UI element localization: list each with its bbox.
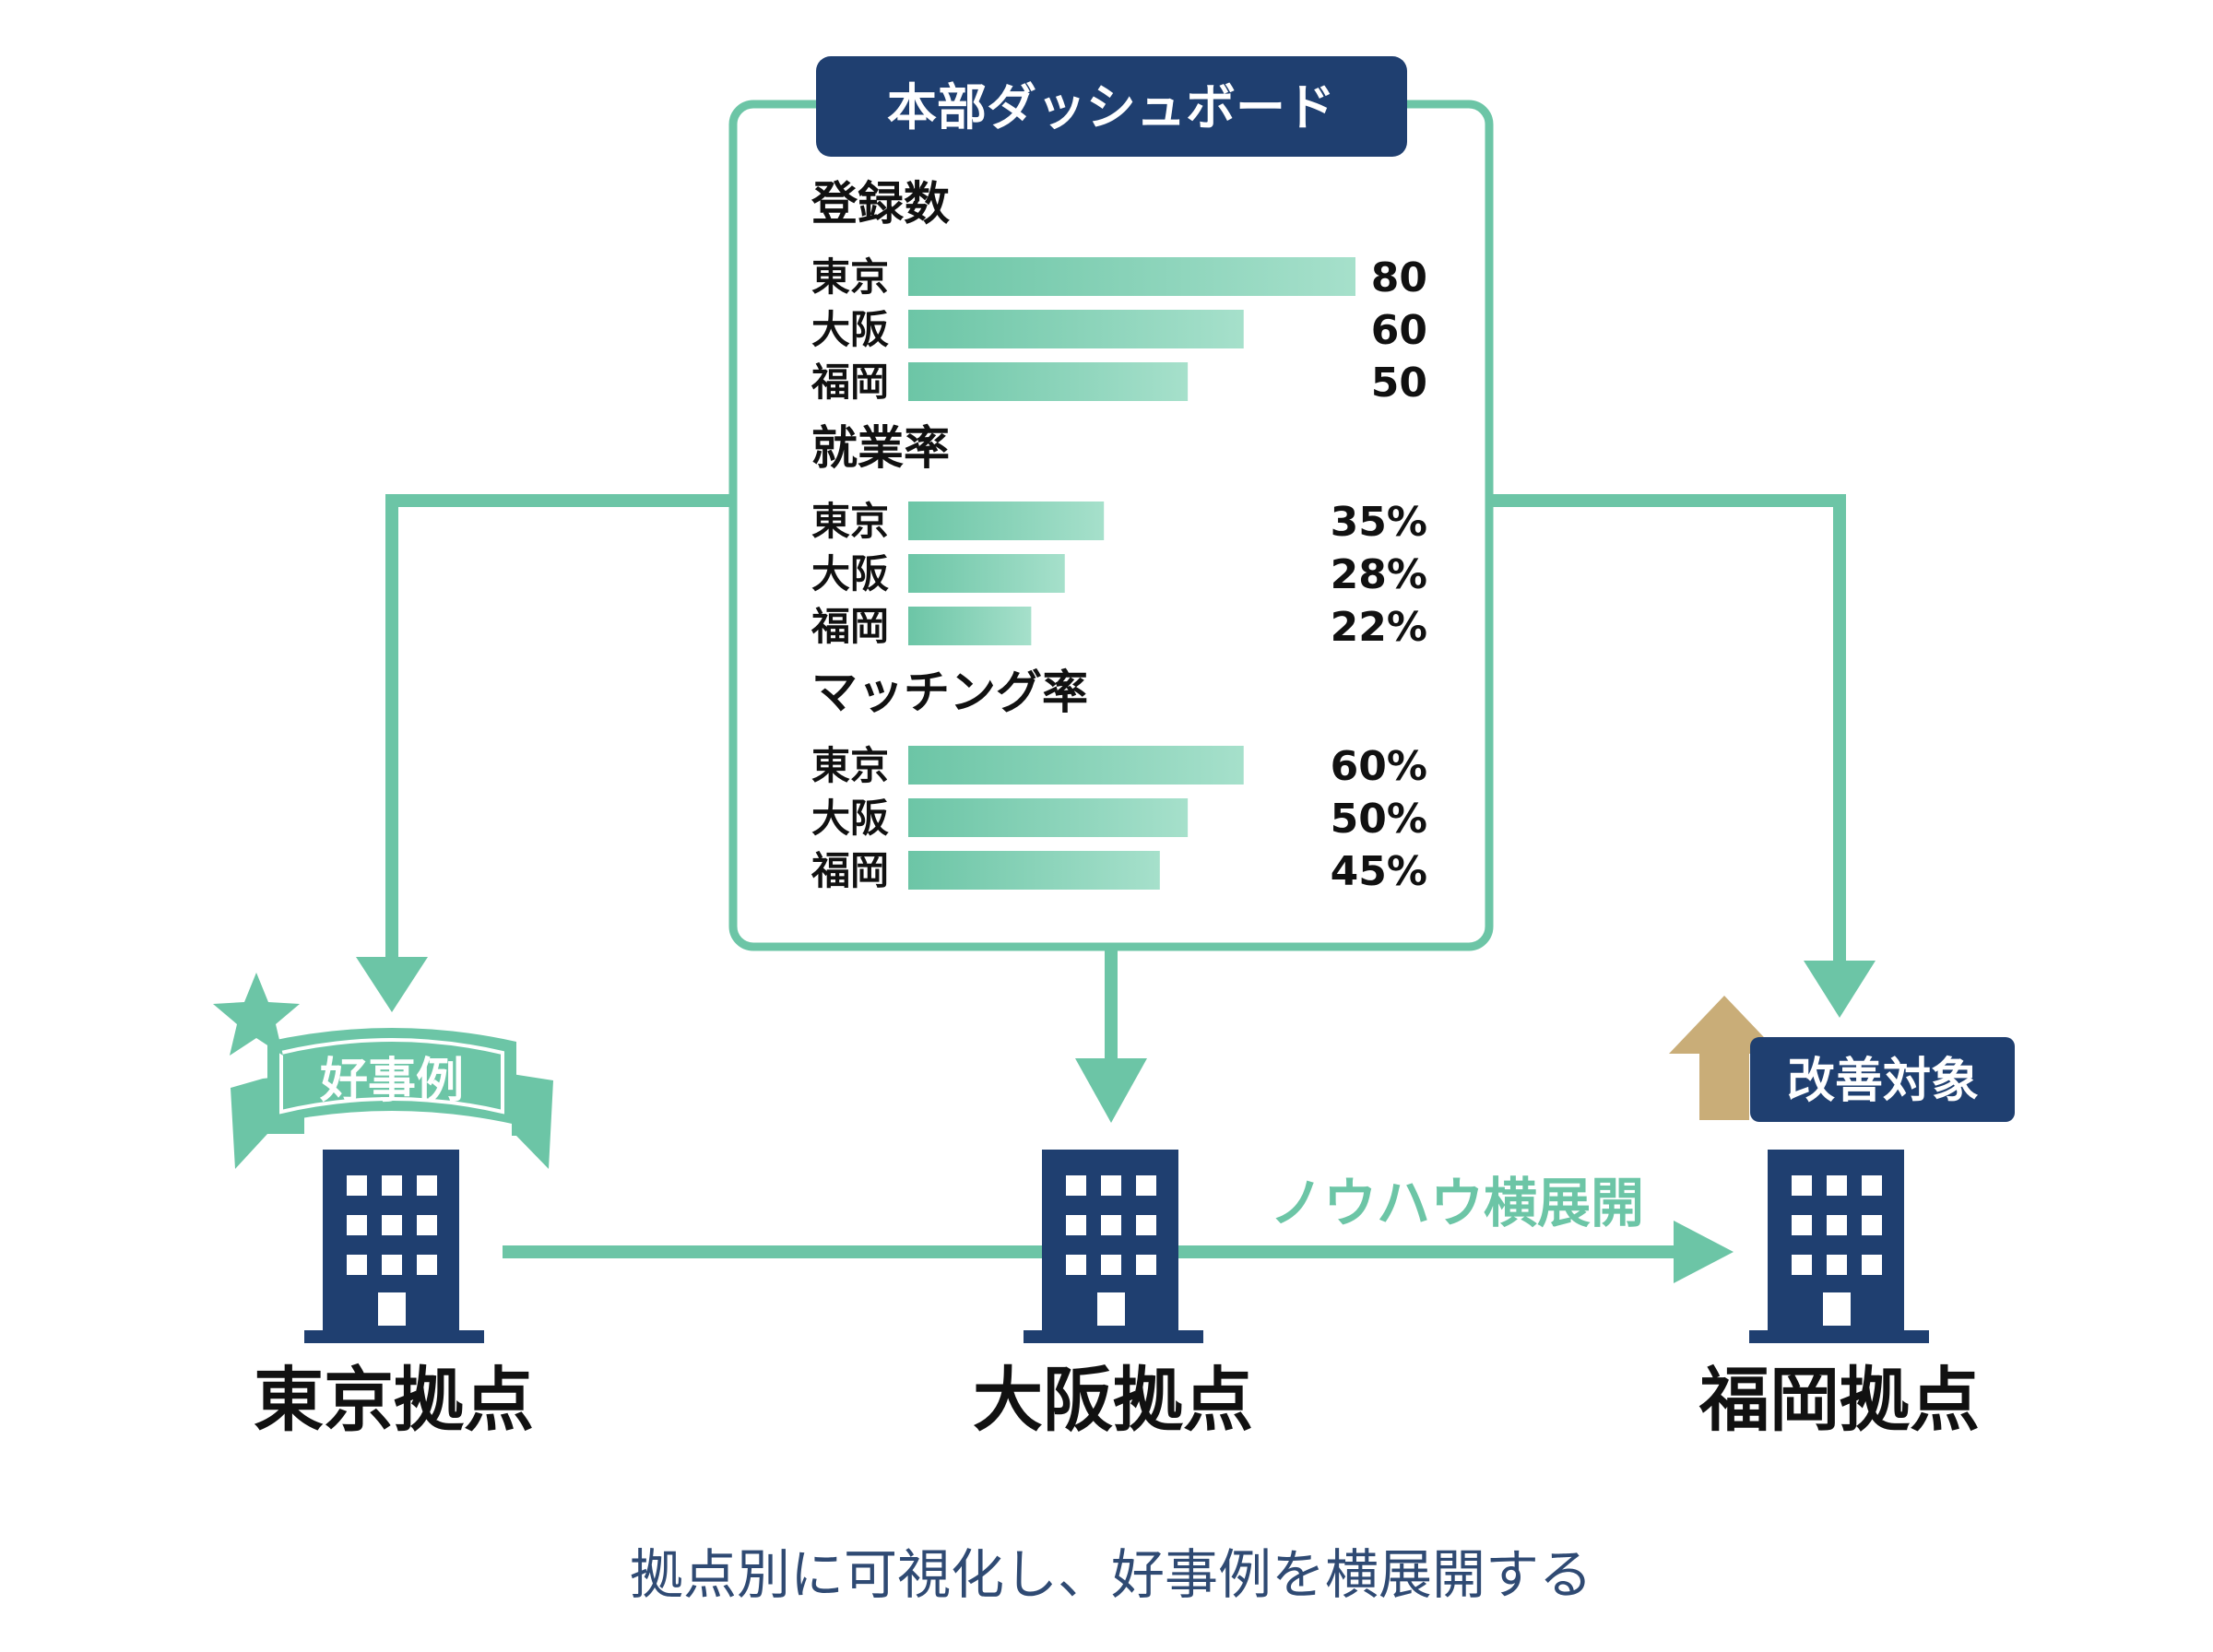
dashboard-connectors xyxy=(385,494,1846,1060)
tokyo-badge-label: 好事例 xyxy=(319,1054,464,1109)
site-label-fukuoka: 福岡拠点 xyxy=(1698,1359,1980,1441)
bar-value-label: 35% xyxy=(1331,499,1427,546)
connector-to-fukuoka xyxy=(1489,494,1846,968)
site-label-tokyo: 東京拠点 xyxy=(254,1359,534,1441)
bar-row-label: 東京 xyxy=(811,499,889,544)
bar-row-label: 大阪 xyxy=(811,551,889,596)
bar xyxy=(908,310,1244,348)
dashboard-section-heading: 就業率 xyxy=(811,421,950,475)
star-icon xyxy=(213,973,300,1056)
bar-row-label: 東京 xyxy=(811,254,889,300)
bar-value-label: 28% xyxy=(1331,551,1427,598)
bar xyxy=(908,554,1065,593)
bar-row-label: 大阪 xyxy=(811,307,889,352)
bar-value-label: 80 xyxy=(1371,254,1427,301)
bar-row-label: 福岡 xyxy=(811,604,889,649)
bar-value-label: 60% xyxy=(1331,743,1427,790)
site-label-osaka: 大阪拠点 xyxy=(973,1359,1253,1441)
dashboard-title: 本部ダッシュボード xyxy=(887,78,1335,136)
bar xyxy=(908,746,1244,785)
bar xyxy=(908,257,1355,296)
ribbon-band-inner xyxy=(279,1038,504,1115)
bar xyxy=(908,798,1189,837)
caption: 拠点別に可視化し、好事例を横展開する xyxy=(630,1543,1592,1606)
fukuoka-badge-label: 改善対象 xyxy=(1787,1054,1979,1109)
knowhow-arrow-label: ノウハウ横展開 xyxy=(1270,1172,1644,1234)
dashboard-section-heading: マッチング率 xyxy=(811,666,1088,719)
bar xyxy=(908,502,1105,540)
fukuoka-improvement-badge: 改善対象 xyxy=(1669,996,2015,1122)
bar xyxy=(908,851,1160,890)
bar-value-label: 22% xyxy=(1331,604,1427,651)
knowhow-arrowhead xyxy=(1674,1221,1734,1283)
arrowhead-to-osaka xyxy=(1075,1058,1147,1123)
arrowhead-to-tokyo xyxy=(356,957,428,1012)
bar-row-label: 福岡 xyxy=(811,360,889,405)
bar xyxy=(908,362,1189,401)
bar-value-label: 60 xyxy=(1371,307,1427,354)
arrowhead-to-fukuoka xyxy=(1804,961,1876,1018)
osaka-building-icon xyxy=(1024,1150,1203,1343)
dashboard-section-heading: 登録数 xyxy=(811,177,950,230)
bar-value-label: 50% xyxy=(1331,796,1427,843)
bar-value-label: 50 xyxy=(1371,360,1427,407)
tokyo-good-example-badge: 好事例 xyxy=(213,973,553,1169)
connector-arrowheads xyxy=(356,957,1876,1123)
up-arrow-icon xyxy=(1669,996,1780,1120)
ribbon-right-tail xyxy=(512,1074,553,1169)
bar-row-label: 東京 xyxy=(811,743,889,788)
bar-row-label: 福岡 xyxy=(811,848,889,893)
bar xyxy=(908,607,1032,645)
connector-to-tokyo xyxy=(385,494,733,968)
tokyo-building-icon xyxy=(304,1150,484,1343)
bar-value-label: 45% xyxy=(1331,848,1427,895)
fukuoka-badge-box xyxy=(1750,1037,2015,1122)
fukuoka-building-icon xyxy=(1749,1150,1929,1343)
bar-row-label: 大阪 xyxy=(811,796,889,841)
dashboard-title-tab xyxy=(816,56,1407,157)
